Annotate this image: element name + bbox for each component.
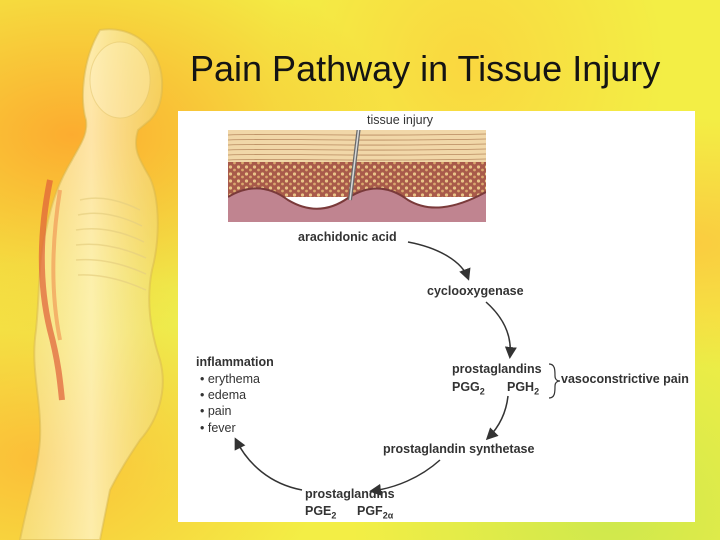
symptom-item: • fever <box>200 421 236 435</box>
cyclooxygenase-label: cyclooxygenase <box>427 284 524 298</box>
symptom-item: • edema <box>200 388 247 402</box>
tissue-injury-label: tissue injury <box>367 113 433 127</box>
arrow-acid-to-cox <box>407 241 471 281</box>
prostaglandins-top-label: prostaglandins <box>452 362 542 376</box>
symptom-erythema: erythema <box>207 372 260 386</box>
pgg2-text: PGG <box>452 380 480 394</box>
pgf2a-label: PGF2α <box>357 504 393 523</box>
symptom-pain: pain <box>207 404 232 418</box>
pgh2-label: PGH2 <box>507 380 539 399</box>
pgf2a-text: PGF <box>357 504 383 518</box>
arrow-cox-to-pg <box>485 301 517 359</box>
arrow-pg-to-synthetase <box>485 395 509 441</box>
brace <box>548 363 561 399</box>
pge2-label: PGE2 <box>305 504 336 523</box>
arrow-synthetase-to-pg <box>369 459 441 496</box>
prostaglandin-synthetase-label: prostaglandin synthetase <box>383 442 535 456</box>
vasoconstrictive-pain-label: vasoconstrictive pain <box>561 372 689 386</box>
pgg2-label: PGG2 <box>452 380 485 399</box>
pgg2-subscript: 2 <box>479 386 485 397</box>
skin-cross-section-illustration <box>228 130 486 222</box>
slide-title: Pain Pathway in Tissue Injury <box>190 48 661 89</box>
symptom-fever: fever <box>207 421 236 435</box>
prostaglandins-bottom-label: prostaglandins <box>305 487 395 501</box>
arachidonic-acid-label: arachidonic acid <box>298 230 397 244</box>
pgh2-subscript: 2 <box>534 386 540 397</box>
inflammation-label: inflammation <box>196 355 274 369</box>
pge2-subscript: 2 <box>331 510 337 521</box>
arrow-pg-to-inflammation <box>234 437 303 491</box>
pgh2-text: PGH <box>507 380 535 394</box>
pgf2a-subscript: 2α <box>382 510 394 521</box>
symptom-item: • pain <box>200 404 232 418</box>
symptom-edema: edema <box>207 388 247 402</box>
human-figure-illustration <box>18 28 164 540</box>
pge2-text: PGE <box>305 504 332 518</box>
symptom-item: • erythema <box>200 372 260 386</box>
